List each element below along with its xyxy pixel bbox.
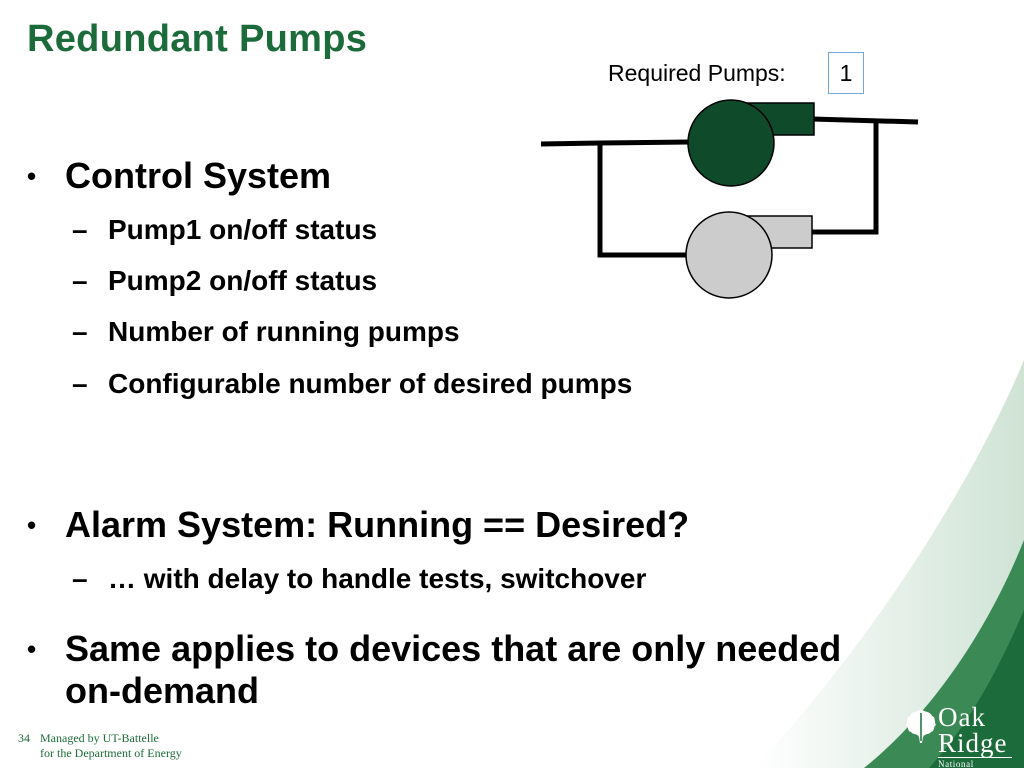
pump1-icon — [687, 99, 815, 187]
page-number: 34 — [18, 731, 30, 745]
bypass-inlet-pipe — [597, 144, 690, 258]
footer-line2: for the Department of Energy — [40, 746, 182, 760]
piping — [540, 116, 919, 258]
slide-footer: 34 Managed by UT-Battelle for the Departm… — [18, 731, 182, 761]
pump-diagram — [540, 99, 919, 299]
bullet-text: Alarm System: Running == Desired? — [65, 504, 690, 545]
inlet-pipe — [540, 139, 691, 147]
sub-bullet-text: Pump2 on/off status — [108, 265, 378, 296]
sub-bullet-text: Pump1 on/off status — [108, 214, 378, 245]
bullet-text: Control System — [65, 155, 332, 196]
sub-bullet: –Pump2 on/off status — [72, 265, 378, 296]
logo-subtitle: National Laboratory — [938, 757, 1012, 779]
bullet-control-system: • Control System — [25, 155, 331, 197]
bullet-text: Same applies to devices that are only ne… — [65, 628, 842, 711]
required-pumps-label: Required Pumps: — [608, 60, 786, 86]
sub-bullet-text: Configurable number of desired pumps — [108, 368, 633, 399]
bullet-dot-icon: • — [27, 510, 37, 540]
sub-bullet: –Configurable number of desired pumps — [72, 368, 633, 399]
bullet-dot-icon: • — [27, 634, 37, 664]
pump2-icon — [685, 211, 813, 299]
sub-bullet: –… with delay to handle tests, switchove… — [72, 563, 647, 594]
sub-bullet: –Number of running pumps — [72, 316, 460, 347]
oak-leaf-icon — [906, 709, 936, 743]
footer-line1: Managed by UT-Battelle — [40, 731, 159, 745]
return-pipe — [812, 121, 879, 235]
logo-oak: Oak — [938, 702, 986, 732]
required-pumps-input[interactable]: 1 — [828, 52, 864, 94]
corner-swoosh — [754, 360, 1024, 768]
sub-bullet: –Pump1 on/off status — [72, 214, 378, 245]
bullet-alarm-system: • Alarm System: Running == Desired? — [25, 504, 689, 546]
outlet-pipe — [811, 116, 919, 125]
sub-bullet-text: … with delay to handle tests, switchover — [108, 563, 647, 594]
slide-title: Redundant Pumps — [27, 18, 368, 60]
sub-bullet-text: Number of running pumps — [108, 316, 460, 347]
bullet-same-applies: • Same applies to devices that are only … — [25, 628, 841, 712]
logo-ridge: Ridge — [938, 728, 1008, 758]
bullet-dot-icon: • — [27, 161, 37, 191]
